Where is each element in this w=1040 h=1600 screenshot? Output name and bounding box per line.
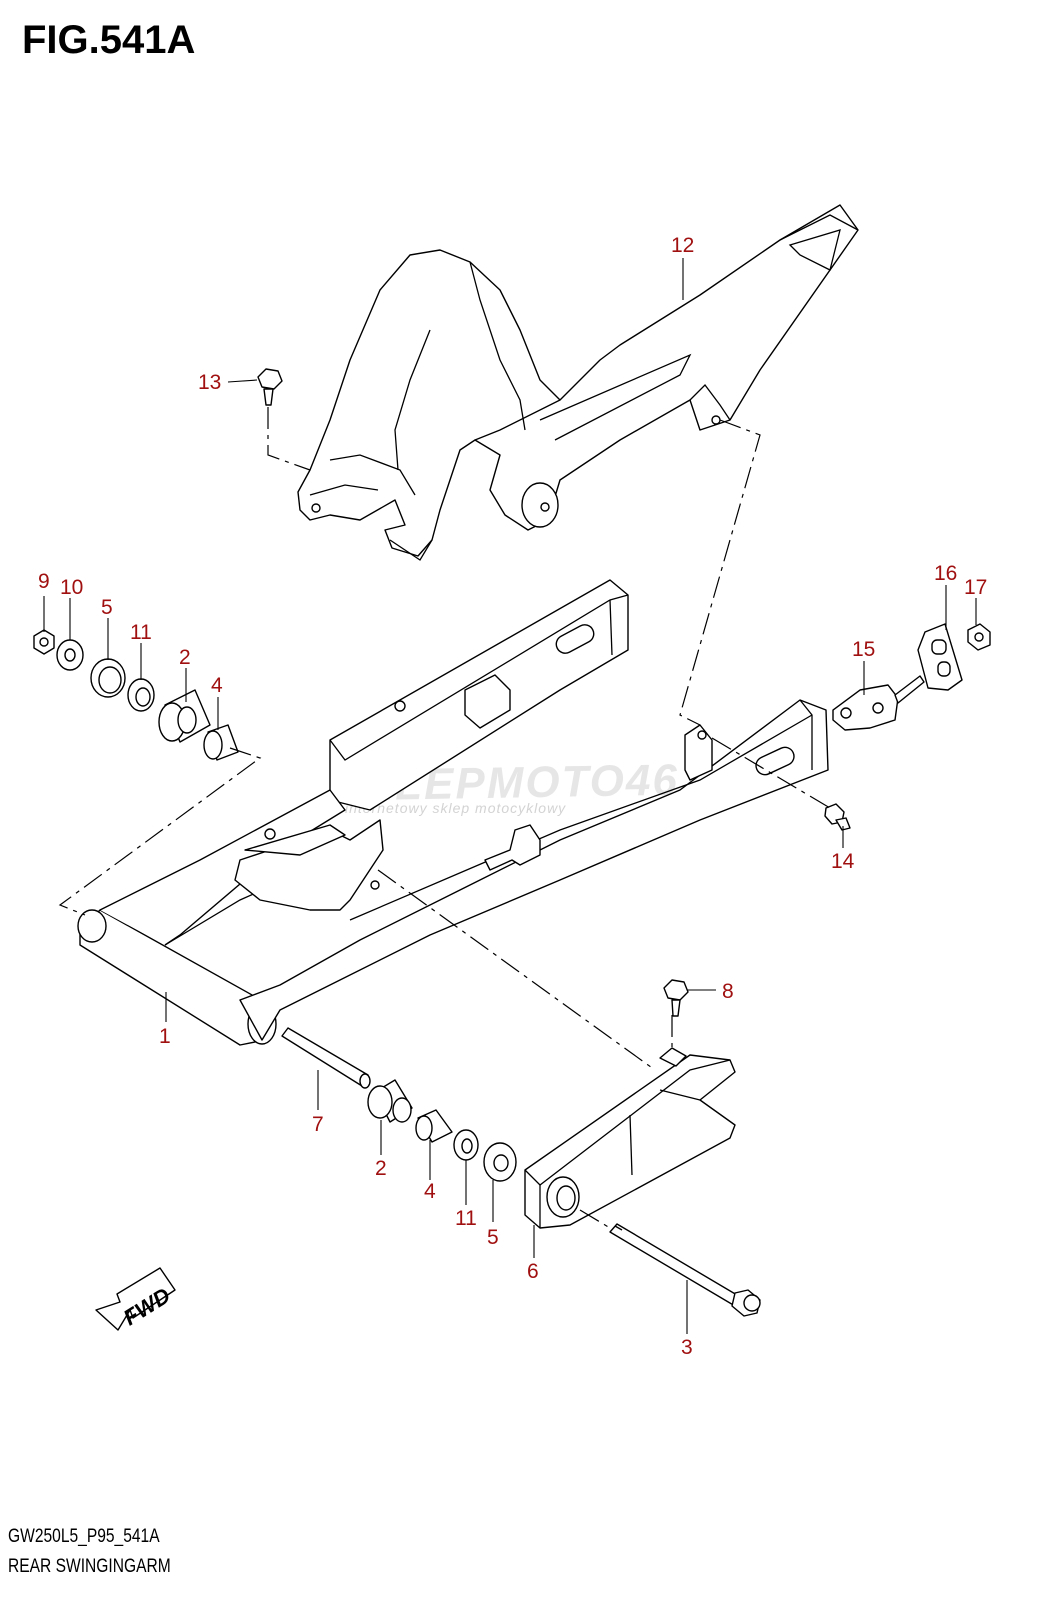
callout-8[interactable]: 8 (722, 980, 734, 1003)
callout-11-lower[interactable]: 11 (455, 1207, 477, 1230)
callout-6[interactable]: 6 (527, 1260, 539, 1283)
part-16-plate[interactable] (917, 623, 963, 691)
leader-lines (43, 258, 977, 1334)
part-4-spacer[interactable] (203, 724, 239, 761)
callout-10[interactable]: 10 (60, 576, 83, 599)
figure-code: GW250L5_P95_541A (8, 1526, 160, 1547)
part-10-washer[interactable] (56, 639, 84, 671)
part-2-bearing[interactable] (158, 689, 211, 743)
part-17-nut[interactable] (967, 623, 991, 651)
callout-15[interactable]: 15 (852, 638, 875, 661)
callout-9[interactable]: 9 (38, 570, 50, 593)
callout-12[interactable]: 12 (671, 234, 694, 257)
callout-numbers: 9 10 5 11 2 4 12 13 16 17 15 14 8 1 7 2 … (38, 234, 987, 1359)
part-5-seal-lower[interactable] (483, 1142, 517, 1182)
callout-3[interactable]: 3 (681, 1336, 693, 1359)
fwd-arrow-icon: FWD (95, 1267, 176, 1331)
callout-2[interactable]: 2 (179, 646, 191, 669)
figure-title: FIG.541A (22, 18, 196, 62)
callout-11[interactable]: 11 (130, 621, 152, 644)
part-15-chain-adjuster[interactable] (832, 675, 925, 731)
part-3-bolt[interactable] (609, 1223, 761, 1317)
callout-14[interactable]: 14 (831, 850, 855, 873)
part-6-chain-buffer[interactable] (524, 1047, 736, 1229)
part-5-seal[interactable] (90, 658, 126, 698)
part-8-screw[interactable] (663, 979, 689, 1017)
callout-7[interactable]: 7 (312, 1113, 324, 1136)
part-2-bearing-lower[interactable] (367, 1079, 413, 1123)
part-12-chain-case[interactable] (297, 204, 859, 561)
callout-4-lower[interactable]: 4 (424, 1180, 436, 1203)
watermark-tagline: internetowy sklep motocyklowy (345, 800, 567, 816)
part-1-swingarm[interactable] (77, 579, 829, 1046)
callout-2-lower[interactable]: 2 (375, 1157, 387, 1180)
callout-13[interactable]: 13 (198, 371, 221, 394)
part-14-screw[interactable] (824, 803, 851, 831)
callout-16[interactable]: 16 (934, 562, 957, 585)
callout-5-lower[interactable]: 5 (487, 1226, 499, 1249)
figure-subtitle: REAR SWINGINGARM (8, 1556, 171, 1577)
assembly-lines (58, 407, 831, 1229)
part-4-spacer-lower[interactable] (415, 1109, 453, 1143)
callout-1[interactable]: 1 (159, 1025, 171, 1048)
part-11-washer[interactable] (127, 678, 155, 712)
part-7-pivot-shaft[interactable] (281, 1027, 371, 1089)
part-9-nut[interactable] (33, 629, 55, 655)
callout-5[interactable]: 5 (101, 596, 113, 619)
callout-4[interactable]: 4 (211, 674, 223, 697)
callout-17[interactable]: 17 (964, 576, 987, 599)
part-11-washer-lower[interactable] (453, 1129, 479, 1161)
part-13-screw[interactable] (257, 368, 283, 406)
